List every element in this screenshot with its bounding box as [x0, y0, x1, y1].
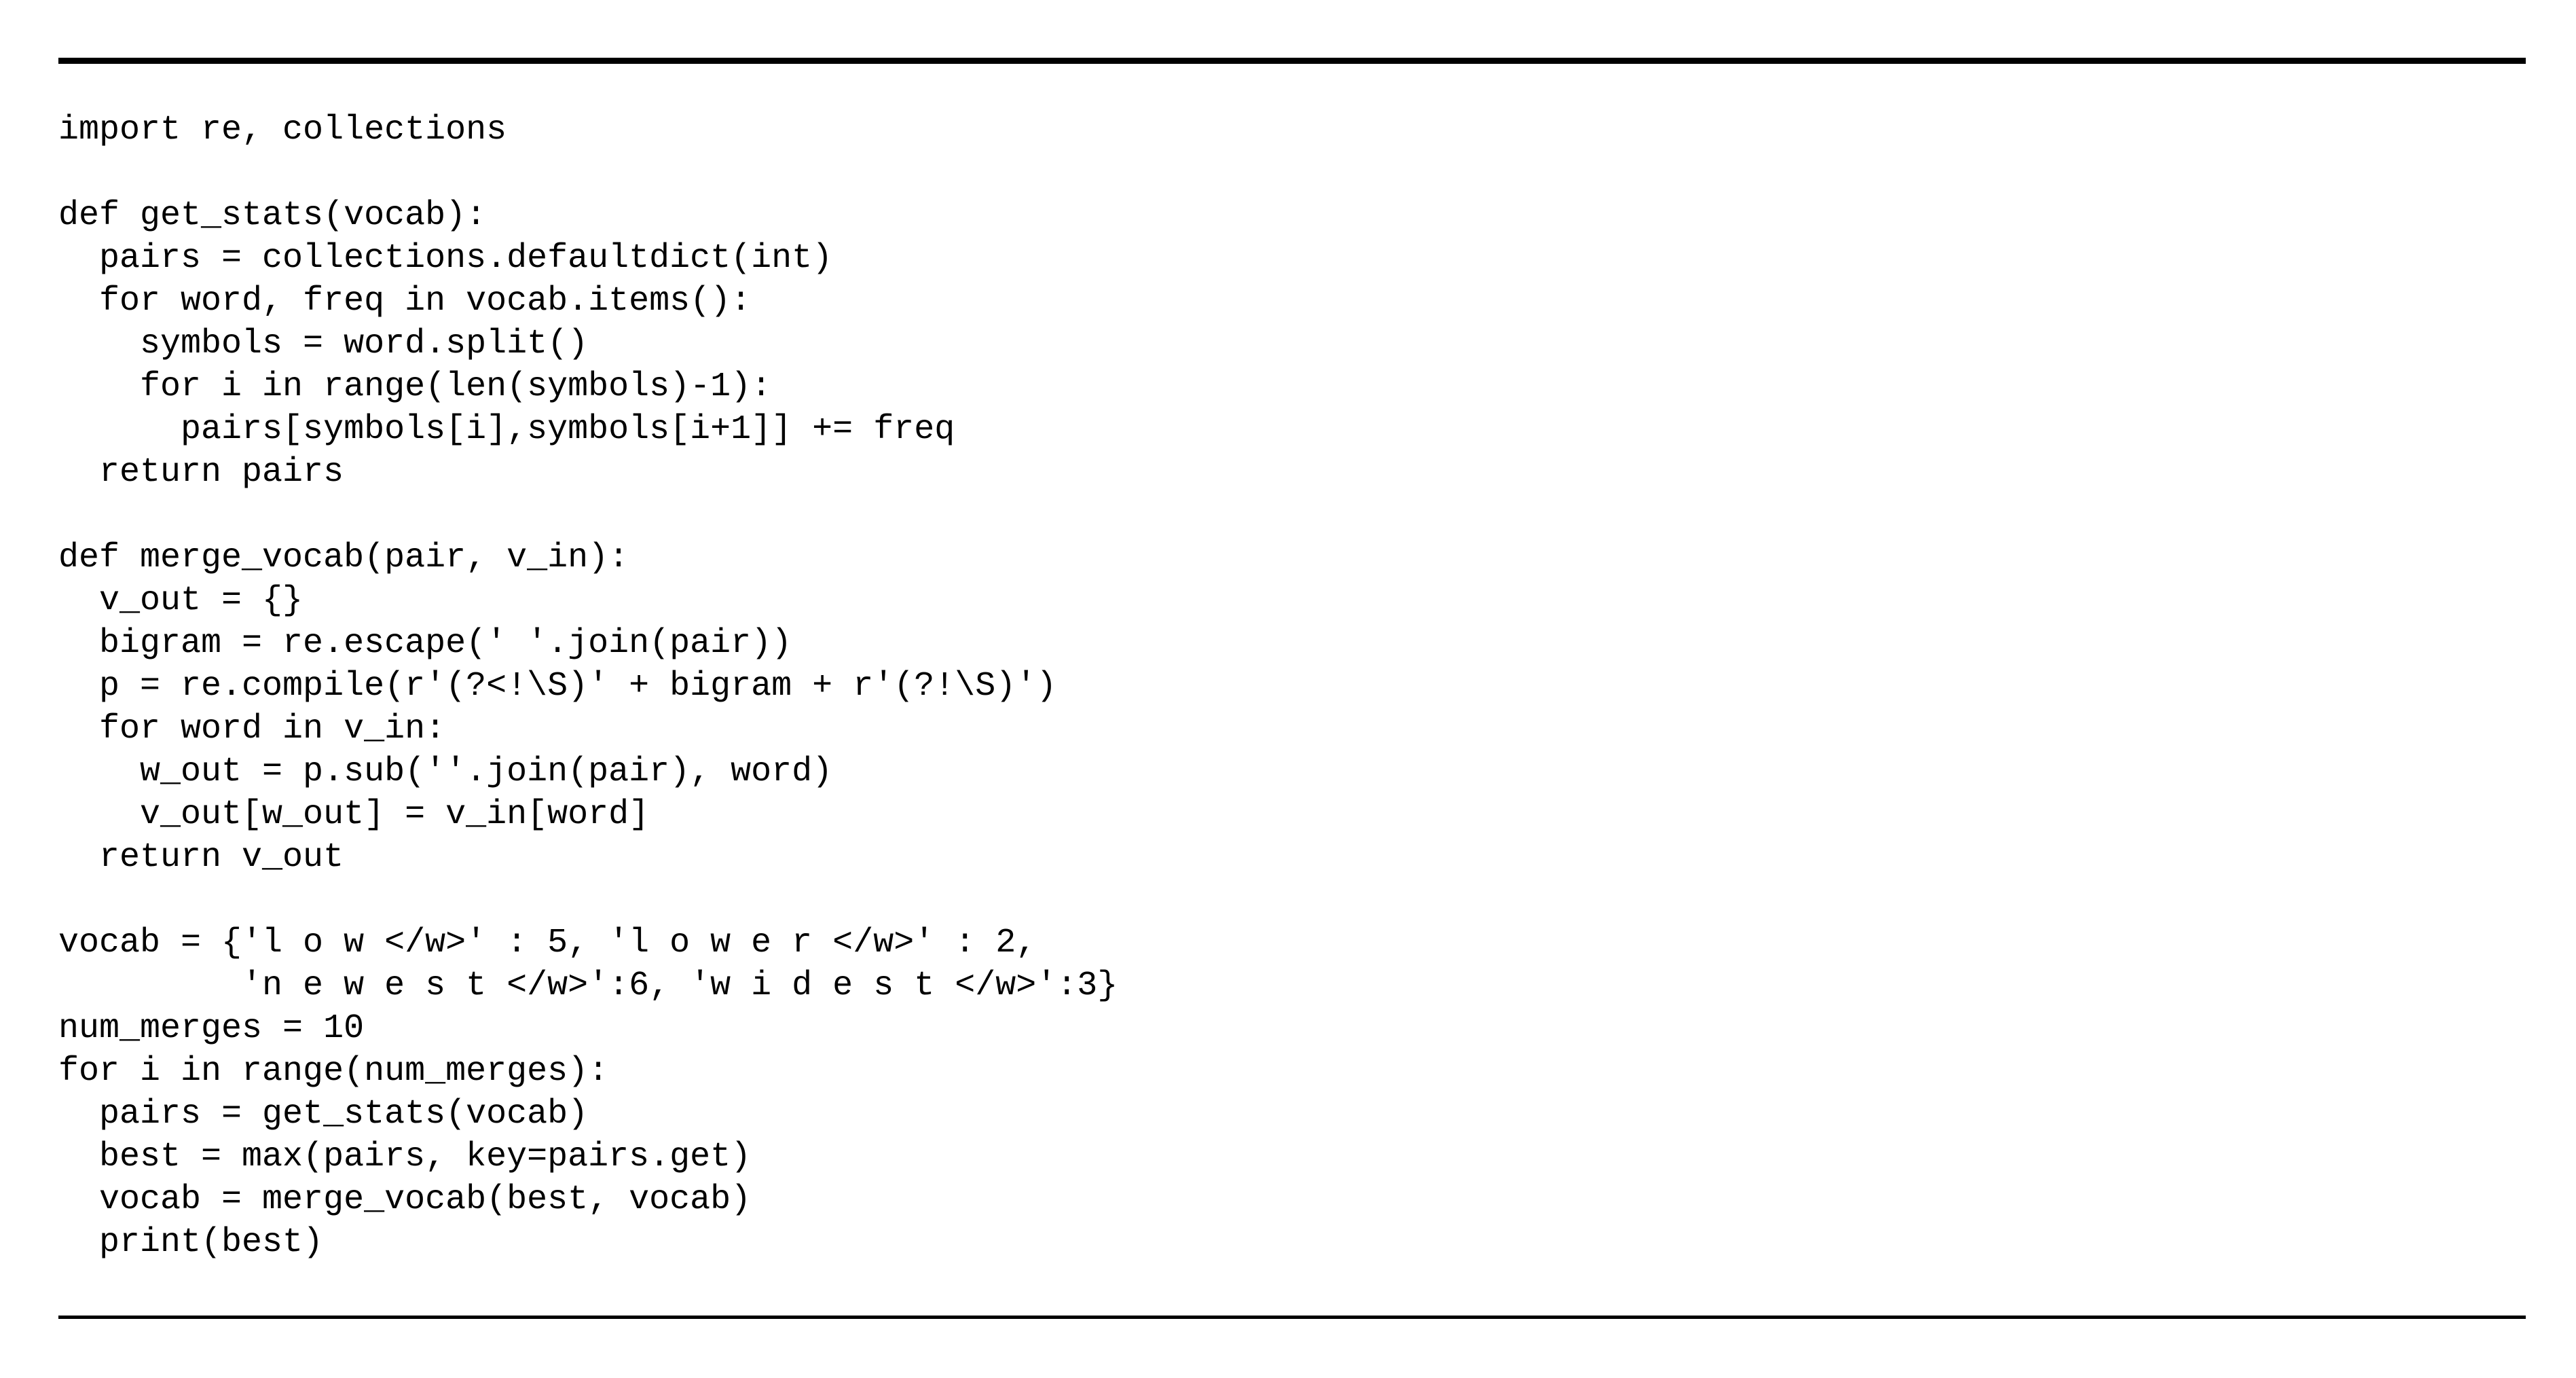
code-line: pairs = collections.defaultdict(int) [58, 239, 833, 278]
code-figure: import re, collections def get_stats(voc… [58, 0, 2526, 1319]
code-line: return v_out [58, 838, 344, 877]
code-line: num_merges = 10 [58, 1009, 365, 1048]
code-line: pairs[symbols[i],symbols[i+1]] += freq [58, 410, 955, 449]
code-line: for i in range(len(symbols)-1): [58, 367, 772, 406]
code-line: print(best) [58, 1223, 324, 1262]
code-line: symbols = word.split() [58, 325, 589, 363]
code-line: p = re.compile(r'(?<!\S)' + bigram + r'(… [58, 667, 1057, 706]
code-line: for word, freq in vocab.items(): [58, 282, 752, 321]
code-line: for word in v_in: [58, 710, 446, 748]
code-line: for i in range(num_merges): [58, 1052, 609, 1091]
top-rule [58, 58, 2526, 64]
bottom-rule [58, 1316, 2526, 1319]
code-line: pairs = get_stats(vocab) [58, 1095, 589, 1134]
code-line: vocab = merge_vocab(best, vocab) [58, 1180, 752, 1219]
code-line: def merge_vocab(pair, v_in): [58, 539, 629, 577]
code-line: def get_stats(vocab): [58, 196, 487, 235]
code-line: return pairs [58, 453, 344, 492]
code-line: w_out = p.sub(''.join(pair), word) [58, 753, 833, 791]
code-line [58, 494, 2526, 537]
code-block: import re, collections def get_stats(voc… [58, 109, 2526, 1264]
code-line: import re, collections [58, 111, 507, 149]
code-line [58, 151, 2526, 194]
code-line: best = max(pairs, key=pairs.get) [58, 1138, 752, 1176]
code-line: vocab = {'l o w </w>' : 5, 'l o w e r </… [58, 924, 1037, 962]
code-line: v_out[w_out] = v_in[word] [58, 795, 650, 834]
code-line: 'n e w e s t </w>':6, 'w i d e s t </w>'… [58, 966, 1118, 1005]
code-line [58, 879, 2526, 922]
code-line: bigram = re.escape(' '.join(pair)) [58, 624, 792, 663]
code-line: v_out = {} [58, 581, 303, 620]
